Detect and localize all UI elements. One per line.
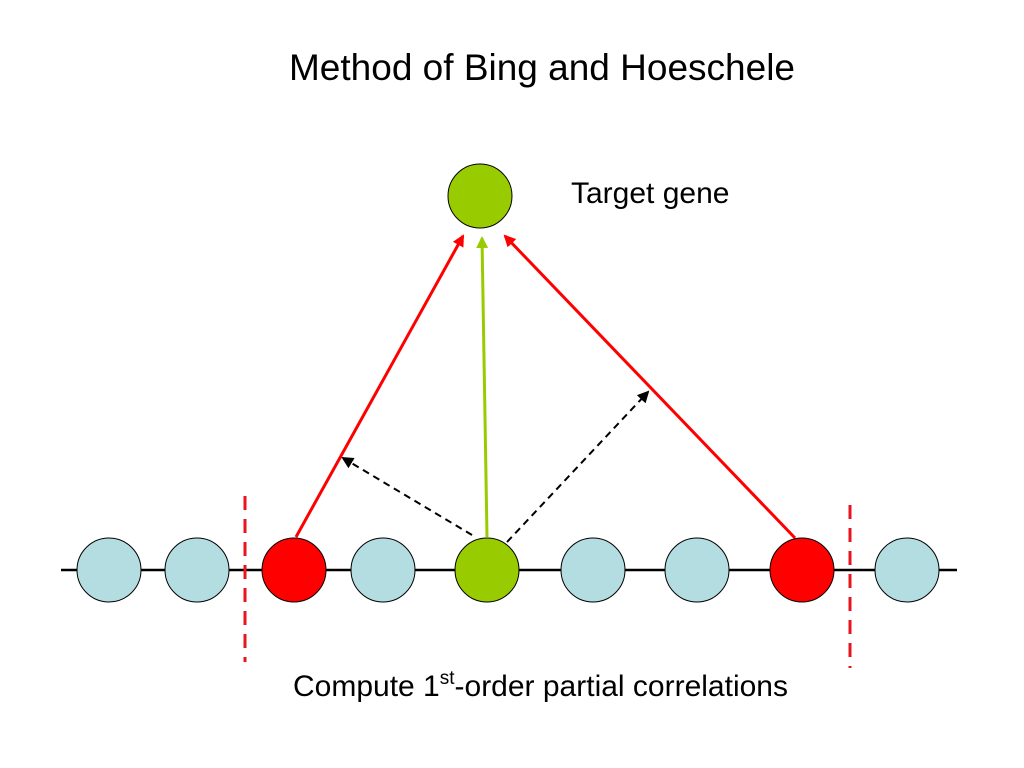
caption-superscript: st [439, 668, 455, 689]
target-locus-node [454, 537, 520, 603]
partial-correlation-arrow-right [506, 390, 650, 543]
slide-title: Method of Bing and Hoeschele [288, 47, 795, 88]
gene-node [76, 537, 142, 603]
candidate-arrow-right [503, 234, 797, 540]
gene-row [76, 537, 940, 603]
gene-node [560, 537, 626, 603]
target-gene-node [447, 163, 513, 229]
caption-prefix: Compute 1 [292, 670, 440, 703]
gene-node [664, 537, 730, 603]
caption-suffix: -order partial correlations [454, 670, 788, 703]
candidate-gene-node [261, 537, 327, 603]
target-locus-arrow [476, 236, 489, 538]
partial-correlation-arrow-left [341, 456, 473, 536]
candidate-gene-node [769, 537, 835, 603]
candidate-arrow-left [294, 234, 465, 538]
gene-node [874, 537, 940, 603]
caption: Compute 1st-order partial correlations [0, 667, 1024, 707]
target-gene-label: Target gene [571, 177, 730, 210]
gene-node [164, 537, 230, 603]
gene-node [350, 537, 416, 603]
